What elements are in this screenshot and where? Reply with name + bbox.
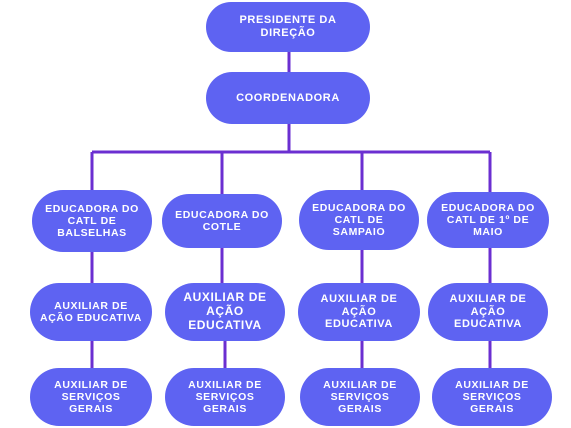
assistant-label: AUXILIAR DE AÇÃO EDUCATIVA <box>183 290 267 332</box>
educator-box-1-de-maio: EDUCADORA DO CATL DE 1º DE MAIO <box>427 192 549 248</box>
educator-box-balselhas: EDUCADORA DO CATL DE BALSELHAS <box>32 190 152 252</box>
services-box-4: AUXILIAR DE SERVIÇOS GERAIS <box>432 368 552 426</box>
coordinator-box: COORDENADORA <box>206 72 370 124</box>
assistant-label: AUXILIAR DE AÇÃO EDUCATIVA <box>449 293 527 331</box>
coordinator-label: COORDENADORA <box>236 91 340 104</box>
assistant-box-4: AUXILIAR DE AÇÃO EDUCATIVA <box>428 283 548 341</box>
assistant-label: AUXILIAR DE AÇÃO EDUCATIVA <box>40 299 142 324</box>
educator-box-sampaio: EDUCADORA DO CATL DE SAMPAIO <box>299 190 419 250</box>
services-label: AUXILIAR DE SERVIÇOS GERAIS <box>188 378 262 416</box>
assistant-box-1: AUXILIAR DE AÇÃO EDUCATIVA <box>30 283 152 341</box>
services-box-2: AUXILIAR DE SERVIÇOS GERAIS <box>165 368 285 426</box>
services-label: AUXILIAR DE SERVIÇOS GERAIS <box>323 378 397 416</box>
educator-label: EDUCADORA DO CATL DE SAMPAIO <box>312 201 406 239</box>
assistant-box-3: AUXILIAR DE AÇÃO EDUCATIVA <box>298 283 420 341</box>
president-box: PRESIDENTE DA DIREÇÃO <box>206 2 370 52</box>
educator-label: EDUCADORA DO CATL DE BALSELHAS <box>45 202 139 240</box>
assistant-box-2: AUXILIAR DE AÇÃO EDUCATIVA <box>165 283 285 341</box>
services-box-3: AUXILIAR DE SERVIÇOS GERAIS <box>300 368 420 426</box>
assistant-label: AUXILIAR DE AÇÃO EDUCATIVA <box>320 293 398 331</box>
services-box-1: AUXILIAR DE SERVIÇOS GERAIS <box>30 368 152 426</box>
services-label: AUXILIAR DE SERVIÇOS GERAIS <box>54 378 128 416</box>
president-label: PRESIDENTE DA DIREÇÃO <box>239 14 337 39</box>
educator-label: EDUCADORA DO COTLE <box>175 208 269 233</box>
services-label: AUXILIAR DE SERVIÇOS GERAIS <box>455 378 529 416</box>
educator-box-cotle: EDUCADORA DO COTLE <box>162 194 282 248</box>
educator-label: EDUCADORA DO CATL DE 1º DE MAIO <box>441 201 535 239</box>
